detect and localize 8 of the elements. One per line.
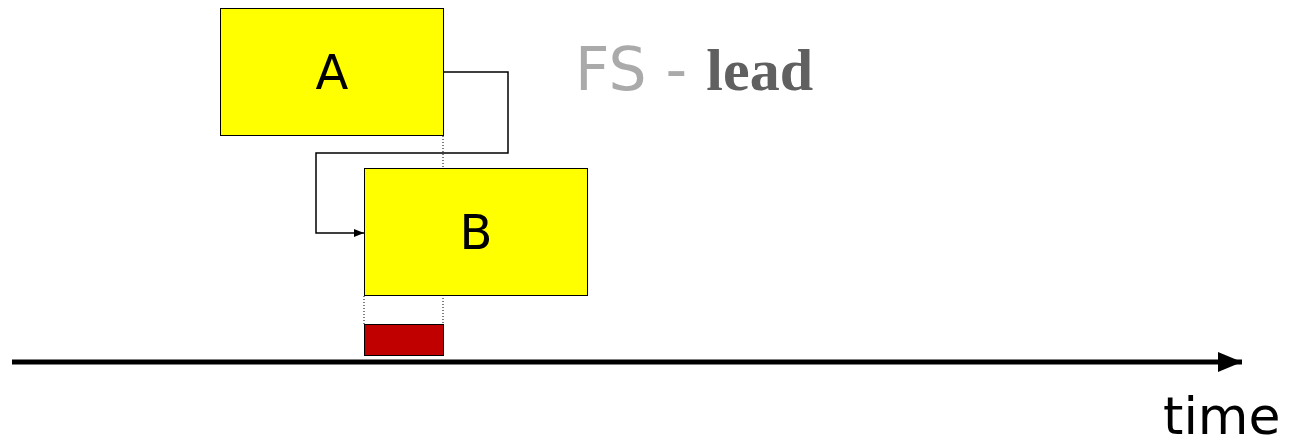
task-box <box>364 168 588 296</box>
arrow <box>315 71 509 237</box>
task-name: B <box>459 204 493 260</box>
relation-title: FS - lead <box>575 34 813 105</box>
task-box <box>220 8 444 136</box>
task-name: A <box>315 44 349 100</box>
axis-label: time <box>1163 386 1281 446</box>
lead-bar <box>364 324 444 356</box>
